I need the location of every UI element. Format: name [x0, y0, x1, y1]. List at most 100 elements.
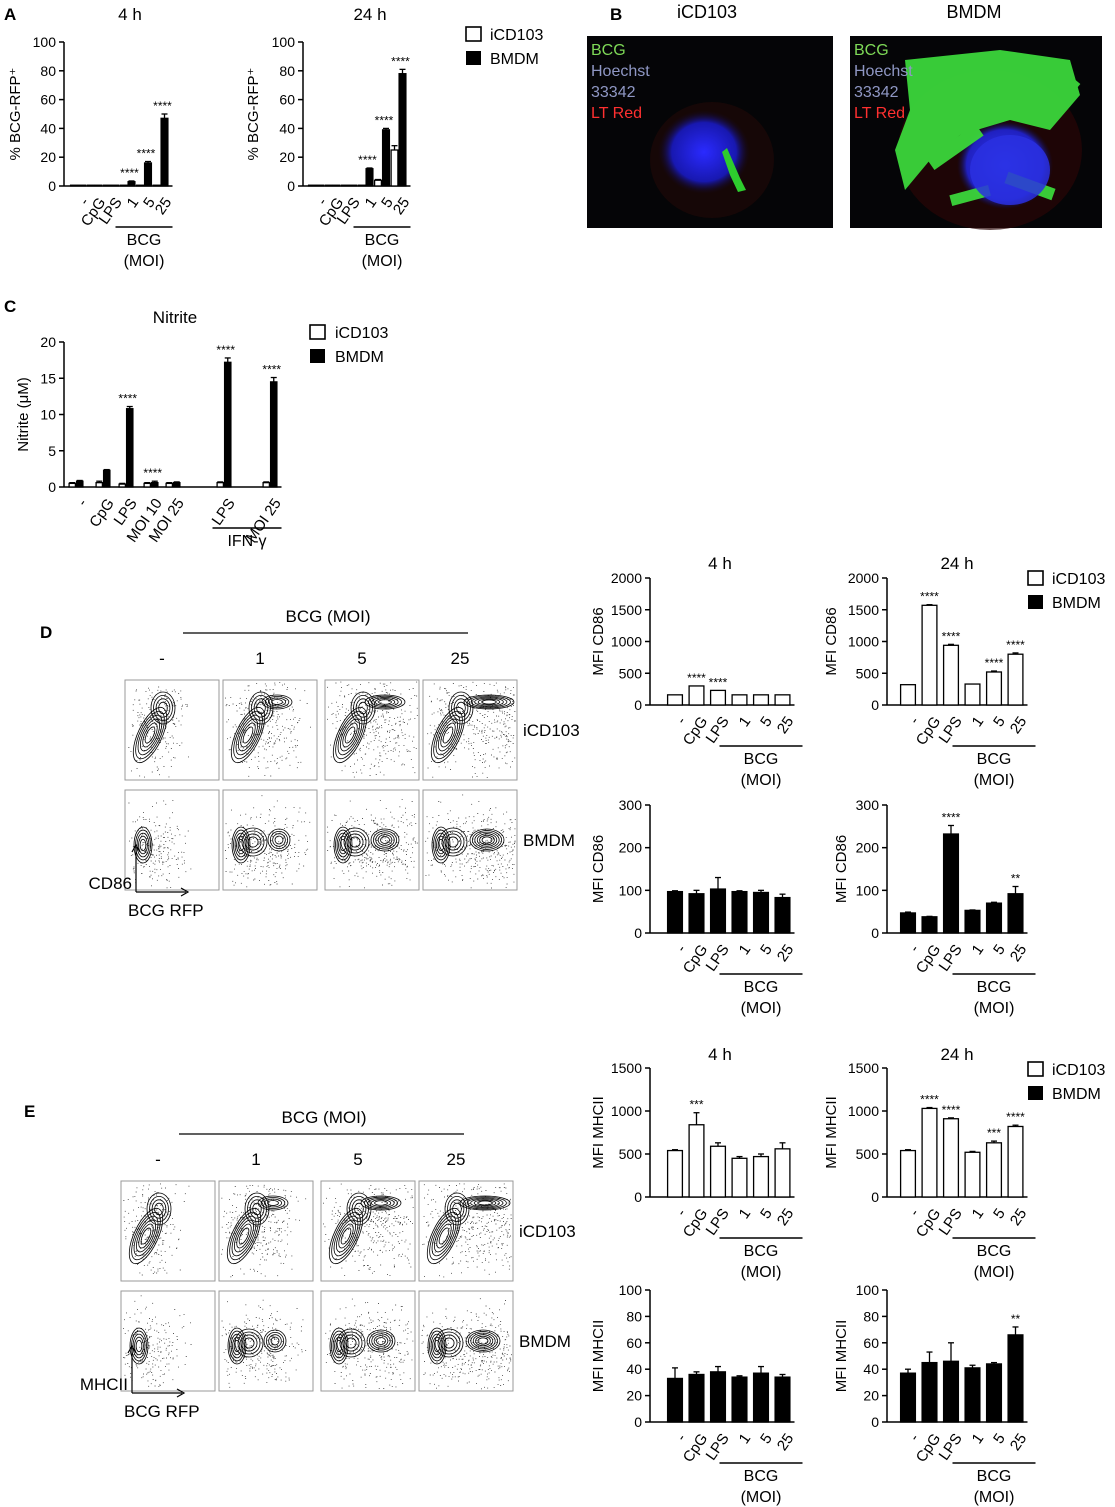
flow-plot [324, 789, 420, 891]
significance-label: ** [1011, 871, 1021, 885]
group-label-moi: (MOI) [741, 1264, 782, 1281]
bar-bmdm [942, 833, 960, 934]
y-tick-label: 20 [40, 334, 56, 350]
flow-contour [351, 1199, 367, 1219]
bar-icd103 [921, 1107, 938, 1198]
flow-contour [453, 698, 469, 718]
flow-contour [248, 691, 274, 725]
flow-contour [363, 1196, 398, 1210]
flow-contour [448, 691, 474, 725]
significance-label: **** [687, 671, 706, 685]
significance-label: ** [1011, 1312, 1021, 1326]
bar-icd103 [731, 694, 748, 706]
bar-icd103 [390, 149, 399, 187]
bar-bmdm [666, 890, 684, 934]
x-tick-label: LPS [703, 1206, 733, 1239]
y-tick-label: 20 [863, 1388, 879, 1404]
flow-contour [459, 1195, 511, 1211]
y-tick-label: 0 [287, 178, 295, 194]
significance-label: **** [216, 343, 235, 357]
legend-d-label-bmdm: BMDM [1052, 595, 1101, 612]
flow-contour [331, 1211, 361, 1261]
bar-bmdm [731, 1376, 748, 1423]
y-tick-label: 40 [626, 1361, 642, 1377]
bar-icd103 [985, 671, 1003, 706]
flow-contour [237, 1331, 261, 1355]
y-axis-label: % BCG-RFP⁺ [245, 68, 262, 161]
flow-contour [237, 718, 259, 752]
microscopy-label: Hoechst [854, 63, 913, 80]
bar-icd103 [102, 184, 112, 187]
bar-bmdm [160, 117, 169, 187]
flow-dots [327, 681, 418, 778]
x-tick-label: - [673, 1206, 690, 1220]
flow-contour [328, 1207, 364, 1265]
x-tick-label: - [673, 714, 690, 728]
y-tick-label: 20 [279, 149, 295, 165]
flow-contour [481, 836, 493, 844]
x-tick-label: - [906, 714, 923, 728]
flow-contour [267, 697, 287, 707]
flow-contour [355, 698, 371, 718]
flow-contour [264, 696, 290, 708]
significance-label: **** [143, 466, 162, 480]
flow-contour [132, 1333, 146, 1359]
flow-contour [368, 1331, 394, 1351]
bar-icd103 [666, 1149, 684, 1198]
group-label-bcg: BCG [977, 1243, 1012, 1260]
significance-label: *** [987, 1126, 1001, 1140]
significance-label: **** [942, 629, 961, 643]
group-label-ifn: IFN-γ [227, 533, 266, 550]
flow-contour [438, 827, 468, 857]
y-tick-label: 0 [871, 925, 879, 941]
flow-col-label: 25 [451, 649, 470, 668]
legend-d-swatch-bmdm [1028, 595, 1043, 609]
flow-row-label: BMDM [519, 1332, 571, 1351]
flow-contour [233, 710, 263, 760]
flow-contour [442, 726, 454, 744]
flow-contour [237, 838, 245, 852]
y-tick-label: 1500 [848, 602, 879, 618]
flow-contour [364, 694, 406, 710]
bar-bmdm [774, 896, 791, 934]
y-tick-label: 1500 [848, 1060, 879, 1076]
flow-contour [272, 833, 286, 847]
y-tick-label: 1000 [611, 1103, 642, 1119]
chart-title: 4 h [708, 1045, 732, 1064]
x-tick-label: - [906, 1206, 923, 1220]
flow-contour [268, 1334, 282, 1348]
flow-contour [265, 1331, 285, 1351]
x-tick-label: 25 [1007, 714, 1030, 737]
group-label-bcg: BCG [744, 1468, 779, 1485]
bar-bmdm [381, 129, 391, 187]
bar-bmdm [172, 481, 181, 488]
flow-x-axis-label: BCG RFP [128, 901, 204, 920]
flow-contour [256, 701, 266, 715]
flow-contour [240, 1334, 258, 1352]
x-tick-label: 25 [774, 1206, 797, 1229]
significance-label: **** [120, 166, 139, 180]
flow-contour [263, 1198, 283, 1208]
flow-contour [374, 698, 396, 706]
y-tick-label: 500 [856, 665, 880, 681]
x-tick-label: 25 [1007, 1206, 1030, 1229]
microscopy-bmdm-title: BMDM [947, 2, 1002, 22]
group-label-moi: (MOI) [741, 772, 782, 789]
flow-contour [444, 833, 462, 851]
y-tick-label: 500 [619, 1146, 643, 1162]
nucleus-icd103 [658, 110, 750, 194]
flow-contour [340, 827, 370, 857]
chart-title: 4 h [708, 554, 732, 573]
group-label-bcg: BCG [744, 751, 779, 768]
legend-e: iCD103 BMDM [1027, 1061, 1105, 1103]
flow-contour [463, 1196, 507, 1210]
flow-contour [358, 701, 368, 715]
y-tick-label: 1000 [848, 634, 879, 650]
flow-contour [140, 1227, 152, 1245]
bar-bmdm [1007, 893, 1024, 934]
bar-bmdm [398, 73, 407, 187]
flow-contour [346, 833, 364, 851]
